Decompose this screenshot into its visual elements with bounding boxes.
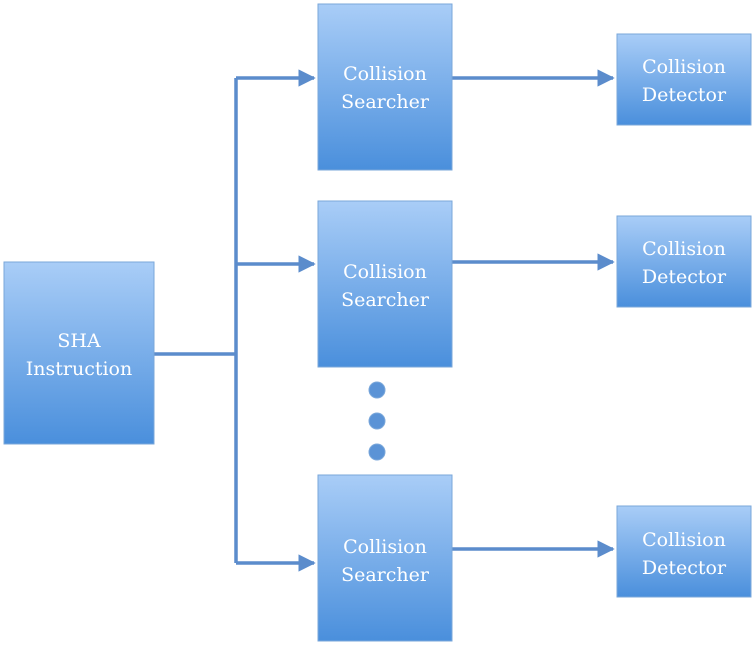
searcher-2-label-line2: Searcher — [341, 289, 430, 311]
ellipsis-dot-2 — [368, 412, 386, 430]
searcher-1-label-line1: Collision — [343, 63, 427, 85]
detector-1-label-line1: Collision — [642, 56, 726, 78]
searcher-3-label-line1: Collision — [343, 536, 427, 558]
detector-2-label-line2: Detector — [642, 266, 727, 288]
collision-detector-box-2: Collision Detector — [616, 215, 752, 308]
ellipsis-dot-3 — [368, 443, 386, 461]
detector-2-label-line1: Collision — [642, 238, 726, 260]
sha-instruction-label-line2: Instruction — [26, 358, 132, 380]
collision-searcher-box-3: Collision Searcher — [317, 474, 453, 642]
detector-1-label-line2: Detector — [642, 84, 727, 106]
detector-3-label-line1: Collision — [642, 529, 726, 551]
detector-3-label-line2: Detector — [642, 557, 727, 579]
sha-instruction-box: SHA Instruction — [3, 261, 155, 445]
ellipsis-dot-1 — [368, 381, 386, 399]
collision-searcher-box-1: Collision Searcher — [317, 3, 453, 171]
ellipsis-dots — [368, 381, 386, 461]
collision-searcher-box-2: Collision Searcher — [317, 200, 453, 368]
collision-detector-box-1: Collision Detector — [616, 33, 752, 126]
searcher-2-label-line1: Collision — [343, 261, 427, 283]
sha-instruction-label-line1: SHA — [57, 330, 101, 352]
searcher-3-label-line2: Searcher — [341, 564, 430, 586]
connectors — [154, 69, 615, 572]
searcher-1-label-line2: Searcher — [341, 91, 430, 113]
collision-detector-box-3: Collision Detector — [616, 505, 752, 598]
